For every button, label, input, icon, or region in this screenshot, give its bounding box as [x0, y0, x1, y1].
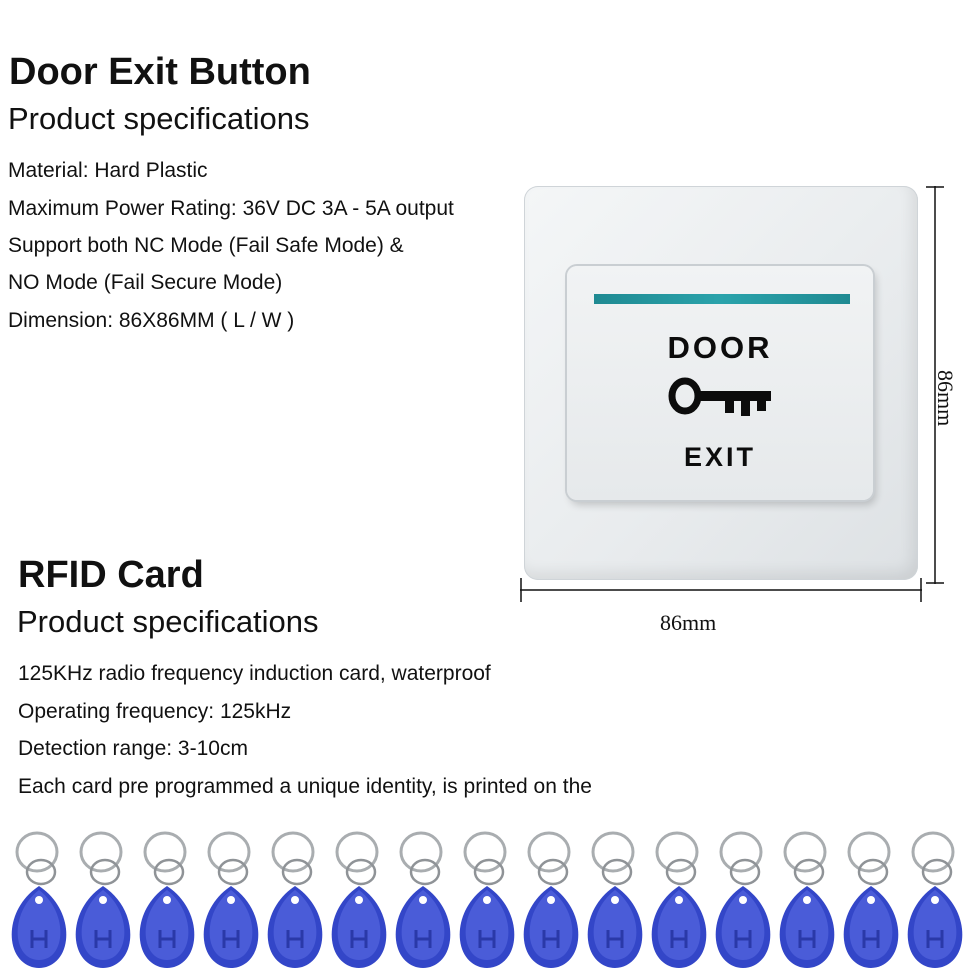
rfid-spec-frequency-card: 125KHz radio frequency induction card, w…	[18, 662, 491, 685]
width-dimension-label: 86mm	[660, 610, 717, 635]
height-dimension-label: 86mm	[933, 370, 958, 427]
rfid-subtitle: Product specifications	[17, 604, 319, 639]
rfid-keyfob-icon	[651, 831, 707, 968]
rfid-keyfob-icon	[459, 831, 515, 968]
rfid-keyfob-icon	[139, 831, 195, 968]
rfid-title: RFID Card	[18, 554, 204, 596]
rfid-keyfob-icon	[587, 831, 643, 968]
button-label-door: DOOR	[667, 330, 773, 365]
door-spec-mode-nc: Support both NC Mode (Fail Safe Mode) &	[8, 234, 404, 257]
rfid-keyfob-icon	[11, 831, 67, 968]
rfid-keyfob-icon	[203, 831, 259, 968]
rfid-keyfob-icon	[715, 831, 771, 968]
height-dimension-line	[926, 186, 944, 584]
door-spec-power: Maximum Power Rating: 36V DC 3A - 5A out…	[8, 197, 454, 220]
rfid-keyfob-icon	[395, 831, 451, 968]
rfid-keyfob-icon	[843, 831, 899, 968]
rfid-keyfob-icon	[907, 831, 963, 968]
button-label-exit: EXIT	[683, 442, 756, 472]
rfid-spec-unique-identity: Each card pre programmed a unique identi…	[18, 775, 592, 798]
door-spec-dimension: Dimension: 86X86MM ( L / W )	[8, 309, 295, 332]
led-indicator-strip	[594, 294, 850, 304]
door-title: Door Exit Button	[9, 51, 311, 93]
rfid-keyfob-icon	[331, 831, 387, 968]
rfid-keyfob-icon	[267, 831, 323, 968]
door-exit-button-image: DOOR EXIT	[524, 186, 918, 580]
rfid-spec-operating-frequency: Operating frequency: 125kHz	[18, 700, 292, 723]
exit-button-face: DOOR EXIT	[567, 266, 873, 500]
rfid-keyfob-row	[8, 830, 972, 975]
width-dimension-line	[520, 578, 922, 602]
rfid-keyfob-icon	[779, 831, 835, 968]
door-subtitle: Product specifications	[8, 101, 310, 136]
key-icon	[668, 377, 771, 416]
door-spec-mode-no: NO Mode (Fail Secure Mode)	[8, 271, 283, 294]
door-spec-material: Material: Hard Plastic	[8, 159, 208, 182]
rfid-keyfob-icon	[75, 831, 131, 968]
rfid-keyfob-icon	[523, 831, 579, 968]
rfid-spec-detection-range: Detection range: 3-10cm	[18, 737, 248, 760]
